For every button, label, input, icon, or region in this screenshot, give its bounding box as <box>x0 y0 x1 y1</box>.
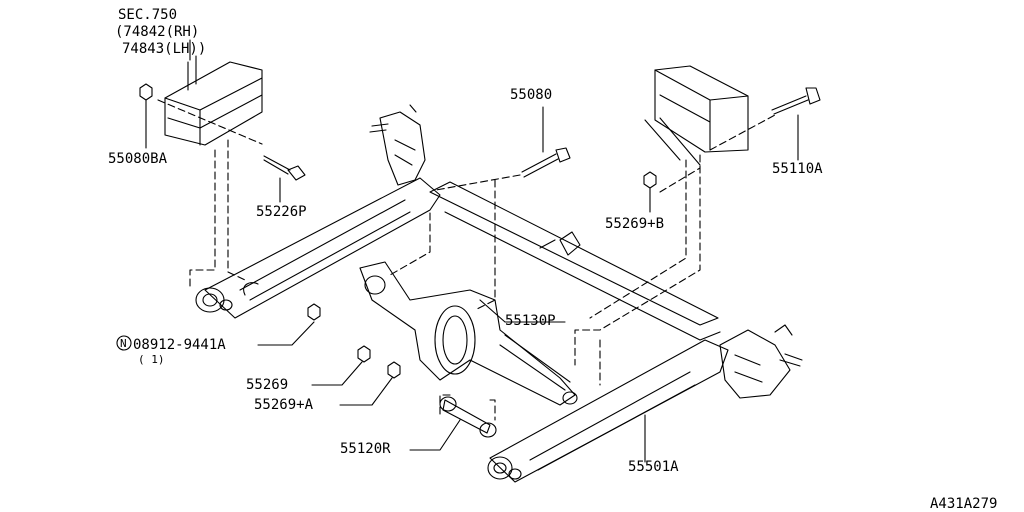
label-55269: 55269 <box>246 377 289 393</box>
label-55269A: 55269+A <box>254 397 314 413</box>
left-knuckle <box>369 104 426 186</box>
nut-55269 <box>357 345 371 363</box>
bolt-55110A <box>771 95 809 115</box>
label-08912-9441A: 08912-9441A <box>133 337 226 353</box>
label-55269B: 55269+B <box>605 216 665 232</box>
label-55080: 55080 <box>510 87 553 103</box>
bolt-55080 <box>521 153 559 178</box>
diff-mount-member <box>359 261 578 406</box>
nut-08912 <box>307 303 321 321</box>
n-symbol: N <box>120 337 127 350</box>
left-trailing-arm <box>195 177 441 319</box>
cross-member <box>429 181 721 341</box>
leader-lines <box>145 39 799 463</box>
reference-code: A431A279 <box>930 496 998 512</box>
label-74843-lh: 74843(LH)) <box>122 41 207 57</box>
label-55130P: 55130P <box>505 313 556 329</box>
left-frame-member <box>164 55 263 146</box>
right-frame-member <box>644 65 749 166</box>
label-sec750: SEC.750 <box>118 7 178 23</box>
nut-55269A <box>387 361 401 379</box>
label-55080BA: 55080BA <box>108 151 168 167</box>
nut-55269B <box>643 171 657 189</box>
right-knuckle <box>719 324 803 399</box>
label-55501A: 55501A <box>628 459 679 475</box>
nut-55080BA <box>139 83 153 101</box>
fasteners <box>139 83 821 379</box>
label-quantity: ( 1) <box>138 353 165 366</box>
label-55110A: 55110A <box>772 161 823 177</box>
alignment-lines <box>157 99 776 421</box>
n-symbol-circle <box>116 335 132 351</box>
right-trailing-arm <box>487 339 729 483</box>
label-74842-rh: (74842(RH) <box>115 24 200 40</box>
label-55226P: 55226P <box>256 204 307 220</box>
label-55120R: 55120R <box>340 441 391 457</box>
bolt-55226P <box>263 155 291 175</box>
lower-link <box>439 396 497 438</box>
